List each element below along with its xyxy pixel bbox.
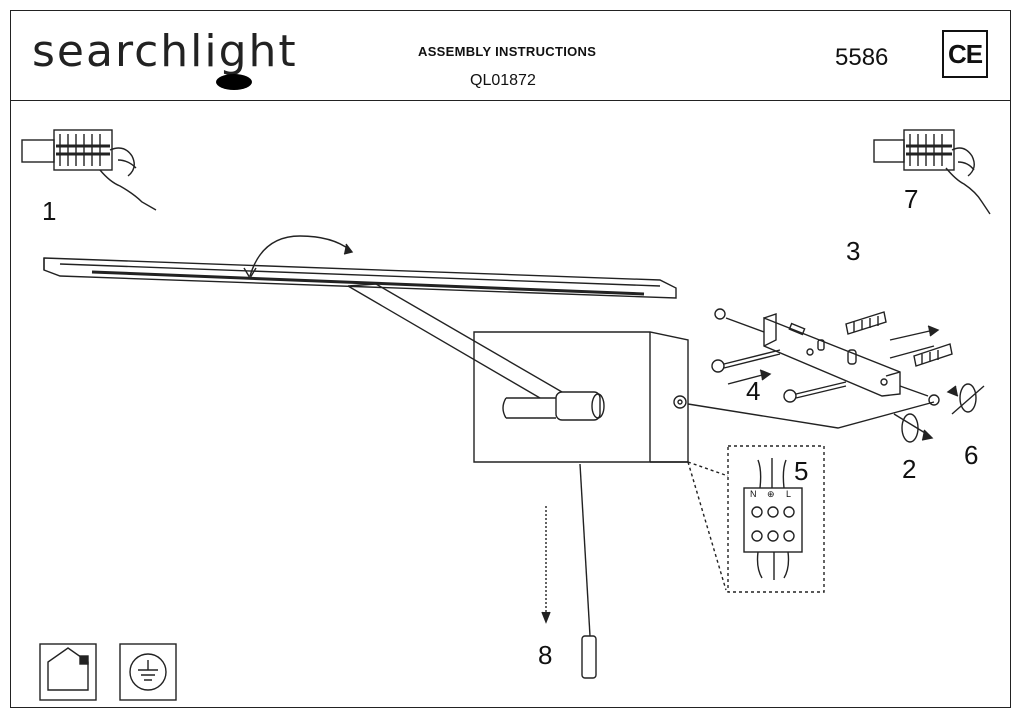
terminal-label-neutral: N xyxy=(750,489,757,499)
terminal-block-inset xyxy=(687,445,825,593)
terminal-label-live: L xyxy=(786,489,792,499)
rotation-arrow xyxy=(243,235,354,280)
step-3-label: 3 xyxy=(846,236,861,266)
screw xyxy=(714,308,765,333)
screw xyxy=(783,381,847,403)
document-code: QL01872 xyxy=(470,72,536,89)
screw xyxy=(899,385,940,406)
step-7-label: 7 xyxy=(904,184,919,214)
screw xyxy=(711,349,781,373)
insert-arrow xyxy=(727,325,940,385)
step-8-label: 8 xyxy=(538,640,553,670)
step-2-label: 2 xyxy=(902,454,917,484)
step-6-label: 6 xyxy=(964,440,979,470)
mounting-bracket xyxy=(763,313,901,397)
document-title: ASSEMBLY INSTRUCTIONS xyxy=(418,44,597,59)
lamp-head xyxy=(43,257,677,299)
indoor-use-icon xyxy=(39,643,97,701)
wall-plug xyxy=(913,343,953,367)
leader-line xyxy=(687,401,935,429)
step-4-label: 4 xyxy=(746,376,761,406)
wiring-warning-icon xyxy=(873,129,991,215)
step-1-label: 1 xyxy=(42,196,57,226)
tighten-arrow xyxy=(893,413,934,443)
page-frame xyxy=(10,10,1011,708)
terminal-label-earth: ⊕ xyxy=(767,489,775,499)
wall-base xyxy=(473,331,689,463)
lamp-arm xyxy=(347,283,563,399)
earth-ground-icon xyxy=(119,643,177,701)
wiring-warning-icon xyxy=(21,129,157,211)
pull-cord xyxy=(579,463,597,679)
header-divider xyxy=(10,100,1011,101)
model-number: 5586 xyxy=(835,44,889,71)
pull-cord-arrow xyxy=(541,506,551,624)
step-5-label: 5 xyxy=(794,456,809,486)
ce-mark-icon: CE xyxy=(942,30,988,78)
tighten-arrow xyxy=(946,383,985,415)
brand-logo: searchlight xyxy=(32,26,298,77)
brand-logo-mark xyxy=(216,74,252,90)
wall-plug xyxy=(845,311,887,335)
